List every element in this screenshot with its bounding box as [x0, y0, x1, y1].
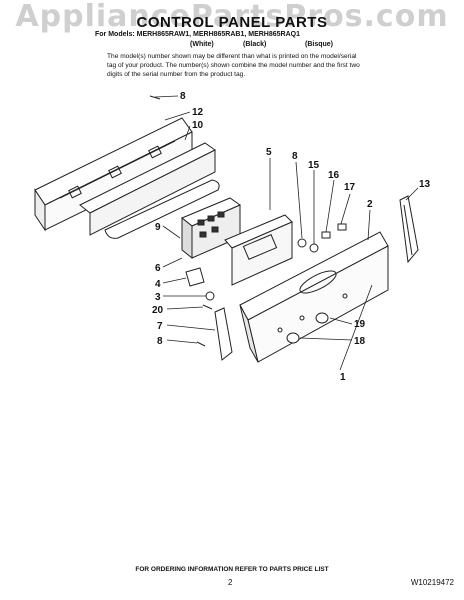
callout-4: 4 — [155, 279, 161, 290]
callout-18: 18 — [354, 336, 366, 347]
callout-9: 9 — [155, 222, 161, 233]
callout-20: 20 — [152, 305, 164, 316]
color-bisque: (Bisque) — [305, 41, 333, 48]
clip-part-16 — [321, 231, 331, 239]
clip-part-17 — [337, 223, 347, 231]
color-white: (White) — [190, 41, 214, 48]
left-end-cap-part — [214, 307, 233, 361]
screw-part-20 — [202, 304, 213, 310]
model-note: The model(s) number shown may be differe… — [107, 53, 360, 78]
callout-10: 10 — [192, 120, 204, 131]
callout-8-bottom: 8 — [157, 336, 163, 347]
display-panel-part — [224, 214, 293, 286]
callout-15: 15 — [308, 160, 320, 171]
control-board-part — [181, 197, 242, 260]
watermark: AppliancePartsPros.com — [15, 0, 449, 34]
panel-strip-part — [79, 142, 216, 236]
leader-lines — [154, 95, 419, 371]
callout-6: 6 — [155, 263, 161, 274]
nut-part-8a — [297, 238, 307, 248]
callout-8-mid: 8 — [292, 151, 298, 162]
knob-part-4 — [185, 267, 205, 287]
knob-part-19 — [315, 312, 329, 324]
callout-7: 7 — [157, 321, 163, 332]
callout-16: 16 — [328, 170, 340, 181]
callout-13: 13 — [419, 179, 431, 190]
callout-17: 17 — [344, 182, 356, 193]
callout-12: 12 — [192, 107, 204, 118]
spacer-part-15 — [309, 243, 319, 253]
page-title: CONTROL PANEL PARTS — [136, 14, 328, 31]
models-line: For Models: MERH865RAW1, MERH865RAB1, ME… — [95, 31, 300, 38]
callout-8-top: 8 — [180, 91, 186, 102]
callout-19: 19 — [354, 319, 366, 330]
color-black: (Black) — [243, 41, 267, 48]
document-number: W10219472 — [410, 578, 454, 587]
callout-1: 1 — [340, 372, 346, 383]
callout-2: 2 — [367, 199, 373, 210]
callout-3: 3 — [155, 292, 161, 303]
console-part — [239, 231, 389, 363]
screw-part-8c — [196, 341, 206, 347]
ordering-footer: FOR ORDERING INFORMATION REFER TO PARTS … — [135, 566, 329, 573]
knob-part-18 — [286, 332, 300, 344]
nut-part-3 — [205, 291, 215, 301]
page-number: 2 — [228, 578, 233, 587]
trim-part — [104, 179, 220, 239]
screw-part-8b — [149, 95, 161, 100]
end-cap-part — [399, 195, 419, 264]
callout-5: 5 — [266, 147, 272, 158]
